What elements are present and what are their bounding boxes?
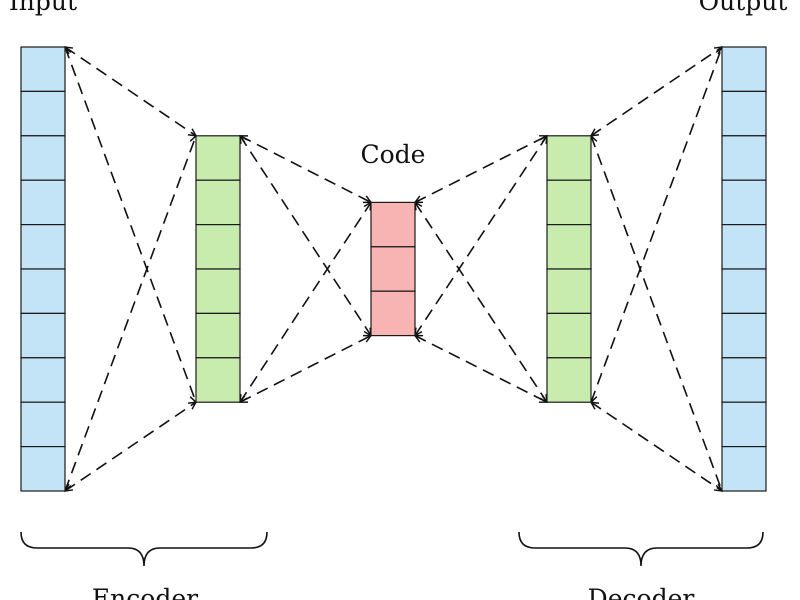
encoder-hidden-unit — [195, 179, 241, 226]
encoder-hidden-unit — [195, 268, 241, 315]
connection-arrow — [415, 336, 547, 403]
decoder-label: Decoder — [588, 584, 695, 600]
connection-arrow — [415, 136, 547, 336]
encoder-hidden-unit — [195, 357, 241, 403]
output-unit — [721, 312, 767, 359]
output-unit — [721, 90, 767, 137]
encoder-hidden-unit — [195, 224, 241, 270]
output-unit — [721, 357, 767, 403]
input-unit — [20, 224, 66, 270]
output-unit — [721, 268, 767, 315]
connection-arrow — [591, 136, 722, 491]
connection-arrow — [65, 402, 196, 491]
decoder-hidden-unit — [546, 179, 592, 226]
layer-decoder-hidden — [546, 135, 592, 403]
input-label: Input — [9, 0, 77, 16]
code-unit — [370, 290, 416, 337]
output-unit — [721, 401, 767, 448]
encoder-label: Encoder — [92, 584, 198, 600]
code-unit — [370, 201, 416, 248]
connection-arrow — [240, 136, 371, 336]
output-unit — [721, 46, 767, 93]
encoder-hidden-unit — [195, 135, 241, 181]
connection-arrow — [240, 136, 371, 203]
output-unit — [721, 135, 767, 181]
input-unit — [20, 135, 66, 181]
decoder-hidden-unit — [546, 224, 592, 270]
output-unit — [721, 446, 767, 492]
decoder-hidden-unit — [546, 135, 592, 181]
decoder-hidden-unit — [546, 268, 592, 315]
decoder-brace — [518, 531, 764, 567]
layers — [20, 46, 767, 492]
connection-arrow — [591, 47, 722, 136]
connection-arrow — [65, 47, 196, 402]
input-unit — [20, 268, 66, 315]
layer-input — [20, 46, 66, 492]
code-unit — [370, 246, 416, 292]
input-unit — [20, 401, 66, 448]
connection-arrow — [415, 136, 547, 203]
input-unit — [20, 357, 66, 403]
input-unit — [20, 179, 66, 226]
connection-arrow — [591, 402, 722, 491]
input-unit — [20, 312, 66, 359]
output-label: Output — [699, 0, 788, 16]
connection-arrow — [65, 47, 196, 136]
encoder-brace — [20, 531, 268, 567]
connection-arrow — [591, 47, 722, 402]
connection-arrow — [65, 136, 196, 491]
layer-output — [721, 46, 767, 492]
input-unit — [20, 46, 66, 93]
connection-arrow — [415, 202, 547, 402]
decoder-hidden-unit — [546, 312, 592, 359]
output-unit — [721, 224, 767, 270]
input-unit — [20, 446, 66, 492]
encoder-hidden-unit — [195, 312, 241, 359]
input-unit — [20, 90, 66, 137]
decoder-hidden-unit — [546, 357, 592, 403]
connection-arrow — [240, 336, 371, 403]
connection-arrow — [240, 202, 371, 402]
layer-code — [370, 201, 416, 337]
layer-encoder-hidden — [195, 135, 241, 403]
output-unit — [721, 179, 767, 226]
code-label: Code — [361, 140, 426, 169]
connections — [65, 47, 722, 491]
